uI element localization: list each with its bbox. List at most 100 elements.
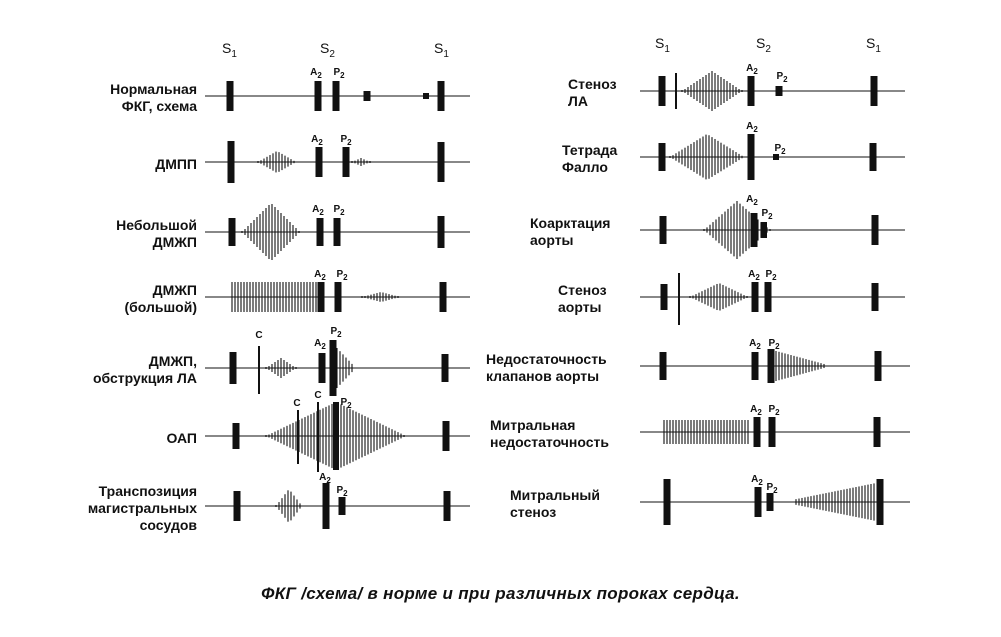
s1-sound (232, 423, 240, 449)
systolic-murmur (257, 151, 295, 173)
systolic-murmur (669, 134, 743, 180)
p2-mark: P2 (776, 71, 788, 84)
left-row-3-label: Небольшой ДМЖП (116, 217, 197, 250)
a2-mark: A2 (746, 121, 758, 134)
left-row-5-label: ДМЖП, обструкция ЛА (92, 353, 197, 386)
a2-sound (754, 487, 762, 517)
p2-sound (342, 147, 350, 177)
s1-sound (437, 81, 445, 111)
a2-sound (747, 76, 755, 106)
p2-mark: P2 (768, 404, 780, 417)
a2-mark: A2 (751, 474, 763, 487)
p2-mark: P2 (336, 269, 348, 282)
a2-sound (315, 147, 323, 177)
a2-mark: A2 (314, 338, 326, 351)
opening-snap (766, 493, 774, 511)
a2-sound (316, 218, 324, 246)
s1-sound (437, 142, 445, 182)
p2-sound (767, 349, 775, 383)
s1-sound (660, 284, 668, 310)
a2-sound (747, 134, 755, 180)
a2-sound (317, 282, 325, 312)
a2-sound (322, 483, 330, 529)
s1-sound (876, 479, 884, 525)
s1-sound (233, 491, 241, 521)
s1-sound (443, 491, 451, 521)
p2-sound (333, 402, 339, 470)
p2-mark: P2 (333, 67, 345, 80)
a2-mark: A2 (749, 338, 761, 351)
s1-sound (659, 352, 667, 380)
systolic-murmur (275, 490, 301, 522)
left-row-4-label: ДМЖП (большой) (124, 282, 197, 315)
p2-mark: P2 (765, 269, 777, 282)
s1-sound (442, 421, 450, 451)
a2-sound (750, 213, 758, 247)
s3-sound (363, 91, 371, 101)
p2-mark: P2 (766, 482, 778, 495)
c-mark: C (255, 330, 262, 341)
s1-sound (871, 215, 879, 245)
a2-mark: A2 (748, 269, 760, 282)
left-row-2-label: ДМПП (155, 155, 197, 172)
p2-sound (768, 417, 776, 447)
p2-sound (333, 218, 341, 246)
right-row-1-label: Стеноз ЛА (568, 76, 617, 109)
right-row-7-label: Митральный стеноз (510, 487, 600, 520)
p2-sound (332, 81, 340, 111)
s1-sound (439, 282, 447, 312)
p2-mark: P2 (774, 143, 786, 156)
a2-mark: A2 (311, 134, 323, 147)
systolic-murmur (681, 71, 743, 111)
left-row-3-trace (205, 204, 470, 260)
right-row-4-label: Стеноз аорты (558, 282, 607, 315)
s1-sound (228, 218, 236, 246)
p2-mark: P2 (336, 485, 348, 498)
p2-mark: P2 (768, 338, 780, 351)
s1-sound (870, 76, 878, 106)
presystolic-murmur (795, 483, 875, 521)
p2-mark: P2 (333, 204, 345, 217)
p2-mark: P2 (330, 326, 342, 339)
a2-mark: A2 (746, 194, 758, 207)
right-row-5-label: Недостаточность клапанов аорты (486, 351, 607, 384)
systolic-murmur (689, 283, 748, 311)
left-row-6-label: ОАП (166, 429, 197, 446)
right-row-6-label: Митральная недостаточность (490, 417, 609, 450)
a2-mark: A2 (750, 404, 762, 417)
header-left-s1-0: S1 (222, 40, 237, 60)
pansystolic-murmur (241, 204, 300, 260)
left-row-7-trace (205, 483, 470, 529)
figure-caption: ФКГ /схема/ в норме и при различных поро… (261, 584, 740, 603)
a2-sound (314, 81, 322, 111)
left-row-5-trace (205, 340, 470, 396)
a2-mark: A2 (319, 472, 331, 485)
header-right-s1-2: S1 (866, 35, 881, 55)
p2-mark: P2 (340, 134, 352, 147)
s1-sound (874, 351, 882, 381)
p2-mark: P2 (340, 397, 352, 410)
diastolic-murmur (775, 351, 825, 381)
s1-sound (227, 141, 235, 183)
p2-sound (773, 154, 779, 160)
p2-sound (338, 497, 346, 515)
right-row-2-trace (640, 134, 905, 180)
left-row-7-label: Транспозиция магистральных сосудов (87, 482, 197, 533)
p2-sound (761, 222, 767, 238)
systolic-murmur (265, 358, 297, 378)
right-row-7-trace (640, 479, 910, 525)
s1-sound (658, 143, 666, 171)
right-row-5-trace (640, 349, 910, 383)
s1-sound (229, 352, 237, 384)
a2-sound (751, 282, 759, 312)
a2-mark: A2 (314, 269, 326, 282)
right-row-6-trace (640, 417, 910, 447)
header-right-s2-1: S2 (756, 35, 771, 55)
left-row-2-trace (205, 141, 470, 183)
left-row-1-trace (205, 81, 470, 111)
a2-sound (318, 353, 326, 383)
diastolic-murmur (361, 292, 399, 302)
right-row-3-label: Коарктация аорты (530, 215, 611, 248)
s1-sound (869, 143, 877, 171)
